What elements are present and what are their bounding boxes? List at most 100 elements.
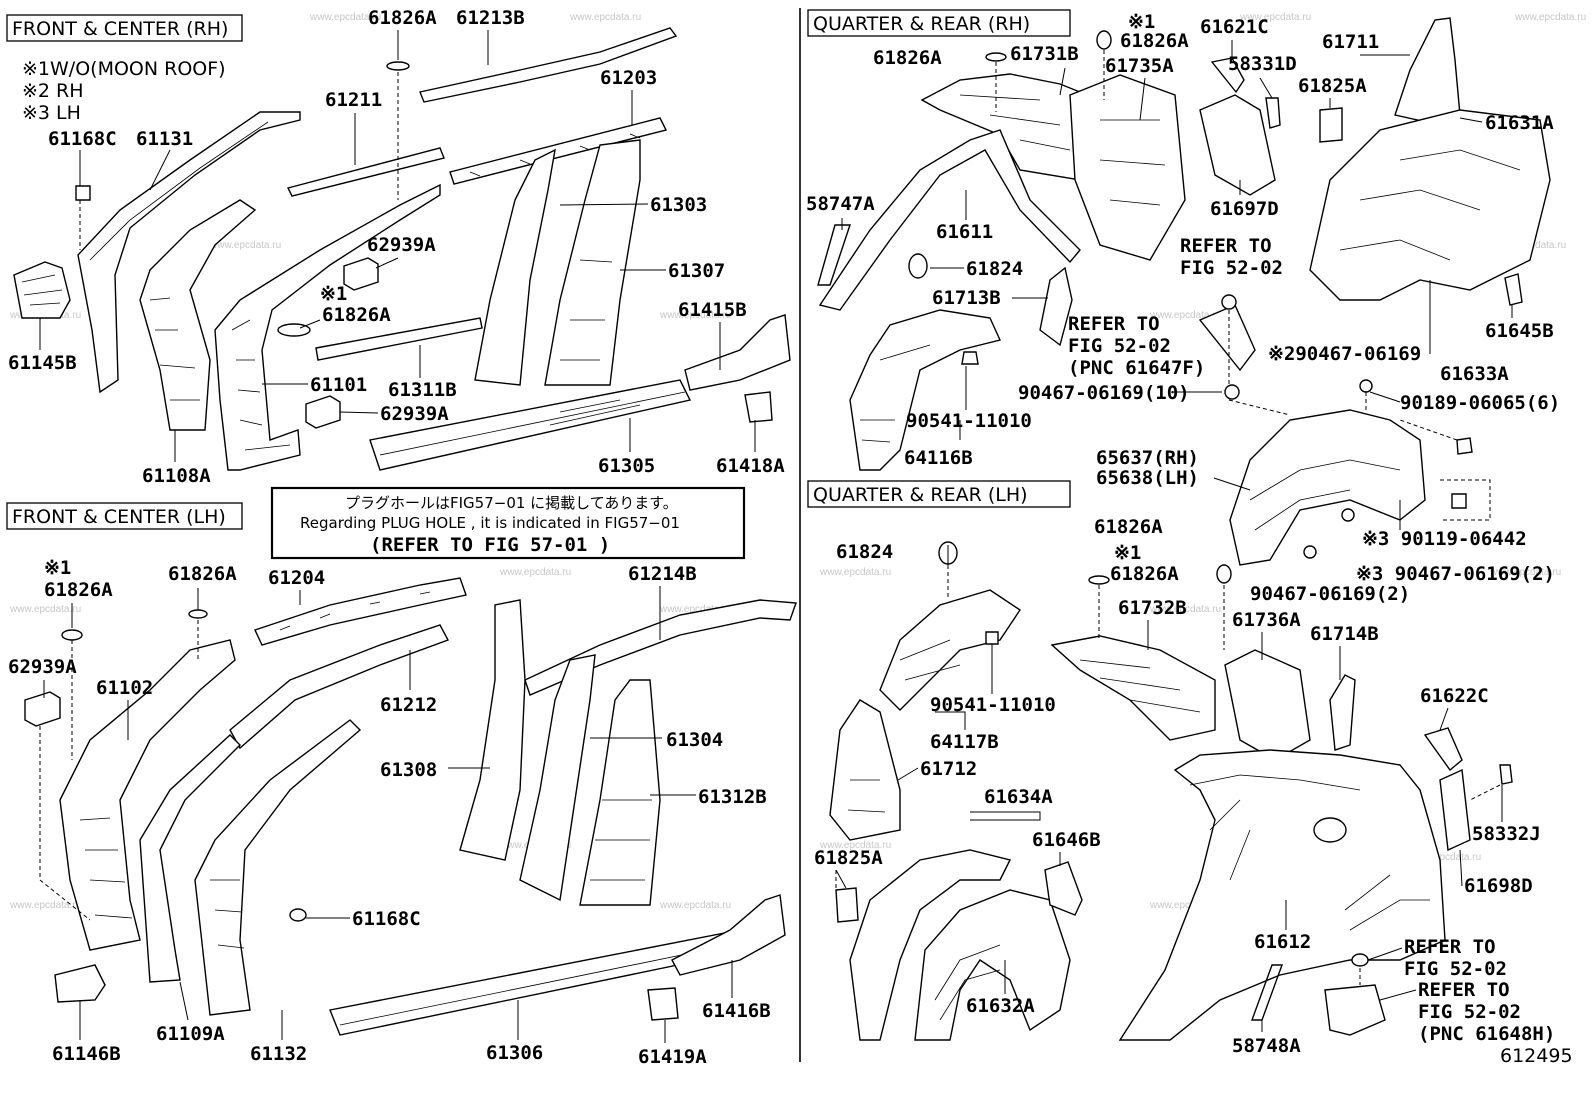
- part-58332J: [1499, 764, 1513, 785]
- label-61646B: 61646B: [1032, 829, 1101, 851]
- label-61824: 61824: [836, 541, 893, 563]
- svg-text:REFER TO: REFER TO: [1404, 936, 1496, 958]
- part-61108A: [139, 199, 257, 431]
- label-61168C: 61168C: [352, 908, 421, 930]
- svg-text:REFER TO: REFER TO: [1068, 313, 1160, 335]
- label-61109A: 61109A: [156, 1023, 225, 1045]
- label-58332J: 58332J: [1472, 823, 1541, 845]
- label-61634A: 61634A: [984, 786, 1053, 808]
- svg-text:www.epcdata.ru: www.epcdata.ru: [309, 12, 381, 23]
- part-61825A-lh: [835, 887, 859, 923]
- label-61131: 61131: [136, 128, 193, 150]
- part-65637: [1229, 409, 1426, 566]
- leader-lines: [39, 30, 1513, 1043]
- svg-text:※2 RH: ※2 RH: [22, 80, 84, 102]
- part-61826A-q1: [985, 52, 1007, 62]
- part-61622C: [1423, 727, 1463, 772]
- part-61612: [1118, 749, 1446, 1041]
- front-lh-parts: [24, 577, 797, 1036]
- label-61308: 61308: [380, 759, 437, 781]
- part-61697D: [1199, 94, 1276, 196]
- label-61307: 61307: [668, 260, 725, 282]
- label-61145B: 61145B: [8, 352, 77, 374]
- part-61203: [449, 117, 668, 185]
- label-61698D: 61698D: [1464, 875, 1533, 897]
- svg-text:www.epcdata.ru: www.epcdata.ru: [1149, 604, 1221, 615]
- part-61826A-top: [386, 61, 410, 71]
- svg-text:※1: ※1: [320, 283, 347, 305]
- section-header-quarter-rh: QUARTER & REAR (RH): [807, 9, 1071, 37]
- label-61713B: 61713B: [932, 287, 1001, 309]
- label-61303: 61303: [650, 194, 707, 216]
- part-61415B: [684, 314, 791, 391]
- part-nut-q1: [1221, 294, 1237, 310]
- svg-text:※3 LH: ※3 LH: [22, 102, 81, 124]
- label-61645B: 61645B: [1485, 320, 1554, 342]
- label-61826A: 61826A: [873, 47, 942, 69]
- part-61712: [829, 699, 901, 841]
- part-62939A-3: [24, 691, 61, 727]
- label-58748A: 58748A: [1232, 1035, 1301, 1057]
- svg-text:REFER TO: REFER TO: [1418, 979, 1510, 1001]
- svg-text:※1W/O(MOON ROOF): ※1W/O(MOON ROOF): [22, 58, 226, 80]
- label-62939A: 62939A: [380, 403, 449, 425]
- part-90467-06169-2b: [1303, 545, 1317, 559]
- label-58331D: 58331D: [1228, 53, 1297, 75]
- svg-text:FIG 52-02: FIG 52-02: [1418, 1001, 1521, 1023]
- label-58747A: 58747A: [806, 193, 875, 215]
- part-61311B: [315, 317, 483, 361]
- svg-text:www.epcdata.ru: www.epcdata.ru: [659, 900, 731, 911]
- part-61145B: [13, 261, 71, 319]
- label-61711: 61711: [1322, 31, 1379, 53]
- svg-text:プラグホールはFIG57−01 に掲載してあります。: プラグホールはFIG57−01 に掲載してあります。: [345, 494, 678, 512]
- label-61168C: 61168C: [48, 128, 117, 150]
- quarter-lh-parts: [829, 541, 1513, 1041]
- part-61824-q: [908, 253, 928, 279]
- part-90541-11010-q: [961, 351, 979, 365]
- part-61714B: [1329, 674, 1356, 751]
- svg-text:※1: ※1: [44, 557, 71, 579]
- svg-text:www.epcdata.ru: www.epcdata.ru: [1409, 852, 1481, 863]
- part-nut-lh: [1351, 953, 1369, 967]
- part-61308: [459, 599, 526, 861]
- label-61633A: 61633A: [1440, 363, 1509, 385]
- label-90189-06065: 90189-06065(6): [1400, 392, 1560, 414]
- label-61418A: 61418A: [716, 455, 785, 477]
- part-61211: [286, 147, 445, 197]
- section-header-front-rh: FRONT & CENTER (RH): [6, 14, 243, 42]
- svg-text:FIG 52-02: FIG 52-02: [1404, 958, 1507, 980]
- label-61213B: 61213B: [456, 7, 525, 29]
- svg-text:www.epcdata.ru: www.epcdata.ru: [499, 567, 571, 578]
- part-61634A: [849, 849, 1012, 1041]
- part-61711: [1394, 17, 1461, 126]
- label-64117B: 64117B: [930, 731, 999, 753]
- legend: ※1W/O(MOON ROOF) ※2 RH ※3 LH: [22, 58, 226, 124]
- label-61826A: 61826A: [1110, 563, 1179, 585]
- svg-text:www.epcdata.ru: www.epcdata.ru: [659, 310, 731, 321]
- part-61416B: [671, 894, 786, 976]
- part-90467-06169-10: [1224, 384, 1240, 400]
- part-61632A: [914, 889, 1071, 1041]
- part-61131: [77, 111, 301, 394]
- svg-text:www.epcdata.ru: www.epcdata.ru: [1149, 900, 1221, 911]
- part-61621C: [1210, 57, 1245, 94]
- label-61714B: 61714B: [1310, 623, 1379, 645]
- label-61622C: 61622C: [1420, 685, 1489, 707]
- label-61632A: 61632A: [966, 995, 1035, 1017]
- part-61735A: [1069, 74, 1186, 261]
- label-61826A: 61826A: [168, 563, 237, 585]
- part-61213B: [419, 27, 678, 103]
- part-90541-11010-lh: [985, 631, 999, 645]
- label-61611: 61611: [936, 221, 993, 243]
- part-61713B: [1039, 266, 1073, 347]
- label-61102: 61102: [96, 677, 153, 699]
- label-61108A: 61108A: [142, 465, 211, 487]
- label-61312B: 61312B: [698, 786, 767, 808]
- label-61305: 61305: [598, 455, 655, 477]
- label-90467-06169: ※3 90467-06169(2): [1356, 563, 1555, 585]
- front-rh-parts: [13, 27, 791, 471]
- svg-text:www.epcdata.ru: www.epcdata.ru: [659, 604, 731, 615]
- part-61312B: [579, 679, 661, 906]
- part-62939A-2: [305, 395, 341, 429]
- label-61826A: 61826A: [368, 7, 437, 29]
